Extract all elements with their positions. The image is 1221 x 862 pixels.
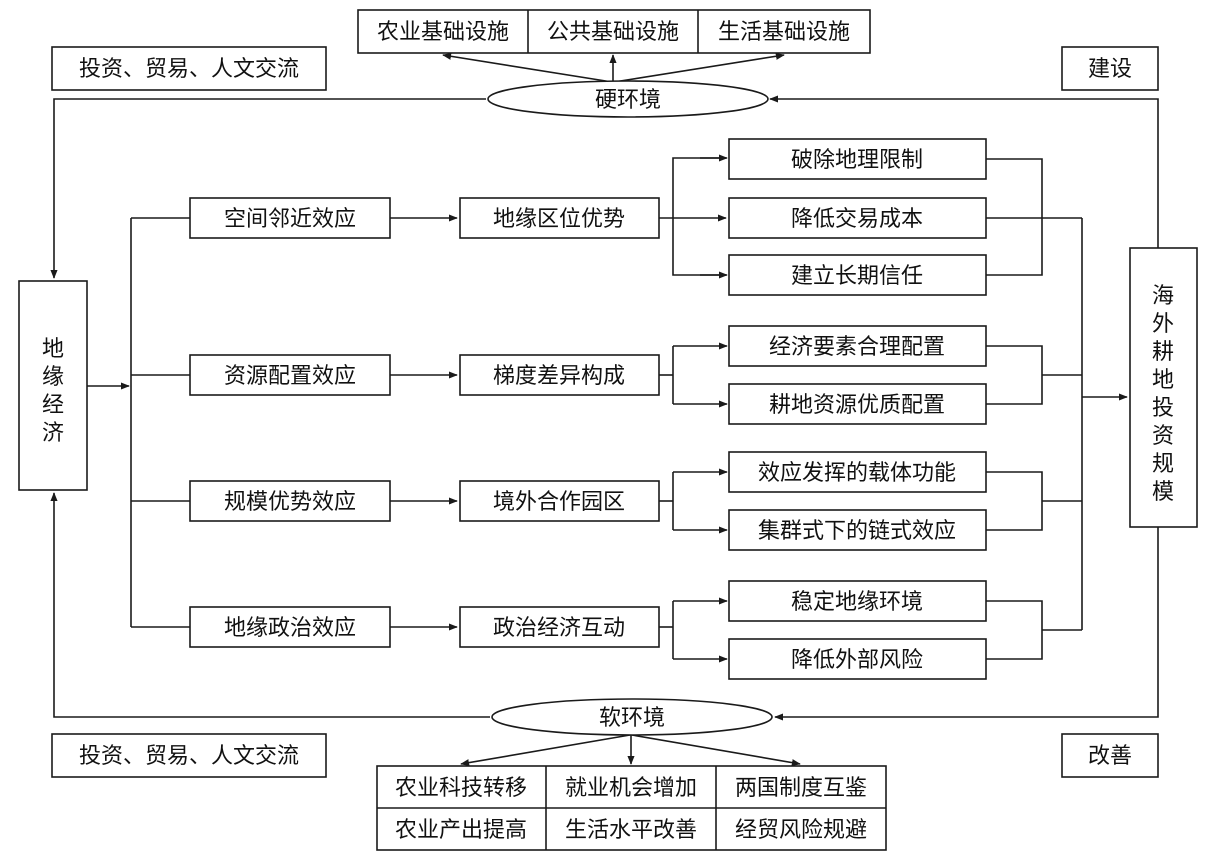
outcome-box (728, 580, 987, 622)
effect-label: 规模优势效应 (224, 490, 356, 515)
effect-box (189, 197, 391, 239)
outcome-label: 降低外部风险 (791, 648, 923, 673)
outcome-label: 降低交易成本 (791, 207, 923, 232)
soft-environment-label: 软环境 (599, 706, 665, 731)
merge-bracket (986, 600, 1043, 660)
outcome-box (728, 254, 987, 296)
loop-right-to-hard (769, 95, 1159, 248)
mechanism-box (459, 480, 660, 522)
soft-item: 农业科技转移 (395, 776, 527, 801)
overseas-investment-char: 外 (1152, 312, 1174, 337)
outcome-label: 耕地资源优质配置 (769, 393, 945, 418)
hard-right-note: 建设 (1088, 57, 1132, 82)
soft-environment-ellipse (491, 698, 773, 736)
hard-item-public-infrastructure: 公共基础设施 (547, 20, 679, 45)
geo-economy-char: 缘 (42, 365, 64, 390)
merge-bracket (986, 471, 1043, 531)
arrow-hard-to-agri (442, 52, 613, 83)
row-scale-advantage: 规模优势效应 境外合作园区 效应发挥的载体功能 集群式下的链式效应 (131, 451, 1082, 551)
overseas-investment-char: 资 (1152, 424, 1174, 449)
outcome-box (728, 451, 987, 493)
outcome-box (728, 638, 987, 680)
soft-left-note: 投资、贸易、人文交流 (79, 744, 299, 769)
loop-right-to-soft (774, 527, 1159, 721)
outcome-label: 破除地理限制 (791, 148, 923, 173)
outcome-box (728, 383, 987, 425)
overseas-investment-char: 海 (1152, 284, 1174, 309)
soft-item: 经贸风险规避 (735, 818, 867, 843)
outcome-label: 建立长期信任 (791, 264, 923, 289)
soft-left-note-box (51, 733, 327, 778)
arrow-soft-to-item (631, 734, 801, 767)
mechanism-box (459, 606, 660, 648)
hard-item-living-infrastructure: 生活基础设施 (718, 20, 850, 45)
geo-economy-char: 地 (42, 337, 64, 362)
overseas-farmland-investment-node (1129, 247, 1198, 528)
outcome-box (728, 509, 987, 551)
overseas-investment-char: 规 (1152, 452, 1174, 477)
outcome-label: 稳定地缘环境 (791, 590, 923, 615)
soft-outcomes-table: 农业科技转移 就业机会增加 两国制度互鉴 农业产出提高 生活水平改善 经贸风险规… (376, 765, 887, 851)
row-spatial-proximity: 空间邻近效应 地缘区位优势 破除地理限制 降低交易成本 建立长期信任 (131, 138, 1082, 296)
soft-item: 两国制度互鉴 (735, 776, 867, 801)
arrow-soft-to-item (460, 734, 631, 767)
hard-right-note-box (1061, 46, 1159, 91)
geo-economy-char: 济 (42, 421, 64, 446)
overseas-investment-char: 模 (1152, 480, 1174, 505)
hard-left-note-box (51, 46, 327, 91)
effect-box (189, 354, 391, 396)
loop-hard-to-left (50, 98, 486, 279)
overseas-investment-char: 投 (1152, 396, 1174, 421)
effect-label: 资源配置效应 (224, 364, 356, 389)
outcome-label: 经济要素合理配置 (769, 335, 945, 360)
mechanism-label: 政治经济互动 (493, 616, 625, 641)
hard-left-note: 投资、贸易、人文交流 (79, 57, 299, 82)
soft-right-note: 改善 (1088, 744, 1132, 769)
merge-bracket (986, 345, 1043, 405)
fork-bracket (672, 157, 726, 276)
effect-box (189, 606, 391, 648)
geo-economy-char: 经 (42, 393, 64, 418)
hard-environment-ellipse (487, 80, 769, 118)
hard-infrastructure-box (357, 9, 871, 54)
mechanism-label: 境外合作园区 (493, 490, 625, 515)
arrow-hard-to-living (613, 52, 785, 83)
row-geopolitical: 地缘政治效应 政治经济互动 稳定地缘环境 降低外部风险 (131, 580, 1082, 680)
outcome-label: 效应发挥的载体功能 (758, 461, 956, 486)
merge-bracket (986, 158, 1043, 276)
soft-item: 就业机会增加 (565, 776, 697, 801)
hard-infrastructure-group: 农业基础设施 公共基础设施 生活基础设施 (357, 9, 871, 54)
loop-soft-to-left (50, 492, 490, 718)
soft-right-note-box (1061, 733, 1159, 778)
hard-item-agri-infrastructure: 农业基础设施 (377, 20, 509, 45)
soft-item: 生活水平改善 (565, 818, 697, 843)
effect-box (189, 480, 391, 522)
mechanism-label: 梯度差异构成 (493, 364, 625, 389)
outcome-label: 集群式下的链式效应 (758, 519, 956, 544)
mechanism-label: 地缘区位优势 (493, 207, 625, 232)
soft-item: 农业产出提高 (395, 818, 527, 843)
effect-label: 地缘政治效应 (224, 616, 356, 641)
overseas-investment-char: 耕 (1152, 340, 1174, 365)
effect-label: 空间邻近效应 (224, 207, 356, 232)
hard-environment-label: 硬环境 (595, 88, 661, 113)
outcome-box (728, 325, 987, 367)
overseas-investment-char: 地 (1152, 368, 1174, 393)
row-resource-allocation: 资源配置效应 梯度差异构成 经济要素合理配置 耕地资源优质配置 (131, 325, 1082, 425)
mechanism-box (459, 197, 660, 239)
geo-economy-node (18, 280, 88, 491)
outcome-box (728, 138, 987, 180)
